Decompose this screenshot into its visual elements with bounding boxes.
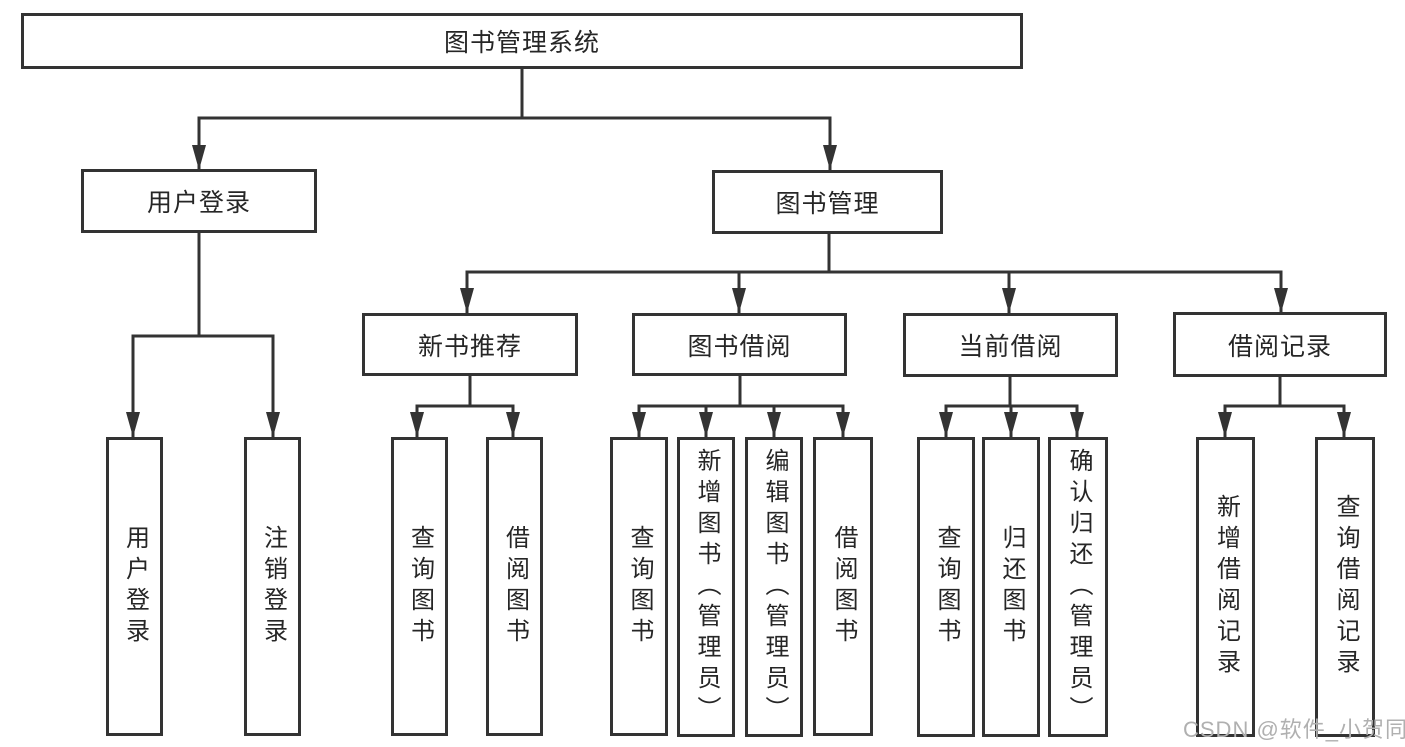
leaf-logout-login: 注销登录 [244,437,301,736]
node-current-borrow: 当前借阅 [903,313,1118,377]
node-book-borrow: 图书借阅 [632,313,847,376]
leaf-records-add-record: 新增借阅记录 [1196,437,1255,737]
leaf-current-return-books: 归还图书 [982,437,1040,737]
arrowheads [126,145,1351,437]
leaf-records-query-record: 查询借阅记录 [1315,437,1375,737]
leaf-current-confirm-return-admin: 确认归还（管理员） [1048,437,1108,737]
csdn-watermark: CSDN @软件_小贺同学 [1183,717,1405,742]
leaf-recommend-query-books: 查询图书 [391,437,448,736]
leaf-user-login: 用户登录 [106,437,163,736]
leaf-borrow-query-books: 查询图书 [610,437,668,736]
leaf-borrow-edit-books-admin: 编辑图书（管理员） [745,437,803,737]
node-root-library-system: 图书管理系统 [21,13,1023,69]
leaf-borrow-add-books-admin: 新增图书（管理员） [677,437,735,737]
node-new-book-recommend: 新书推荐 [362,313,578,376]
leaf-recommend-borrow-books: 借阅图书 [486,437,543,736]
node-user-login: 用户登录 [81,169,317,233]
node-book-management: 图书管理 [712,170,943,234]
node-borrow-records: 借阅记录 [1173,312,1387,377]
leaf-current-query-books: 查询图书 [917,437,975,737]
leaf-borrow-borrow-books: 借阅图书 [813,437,873,736]
